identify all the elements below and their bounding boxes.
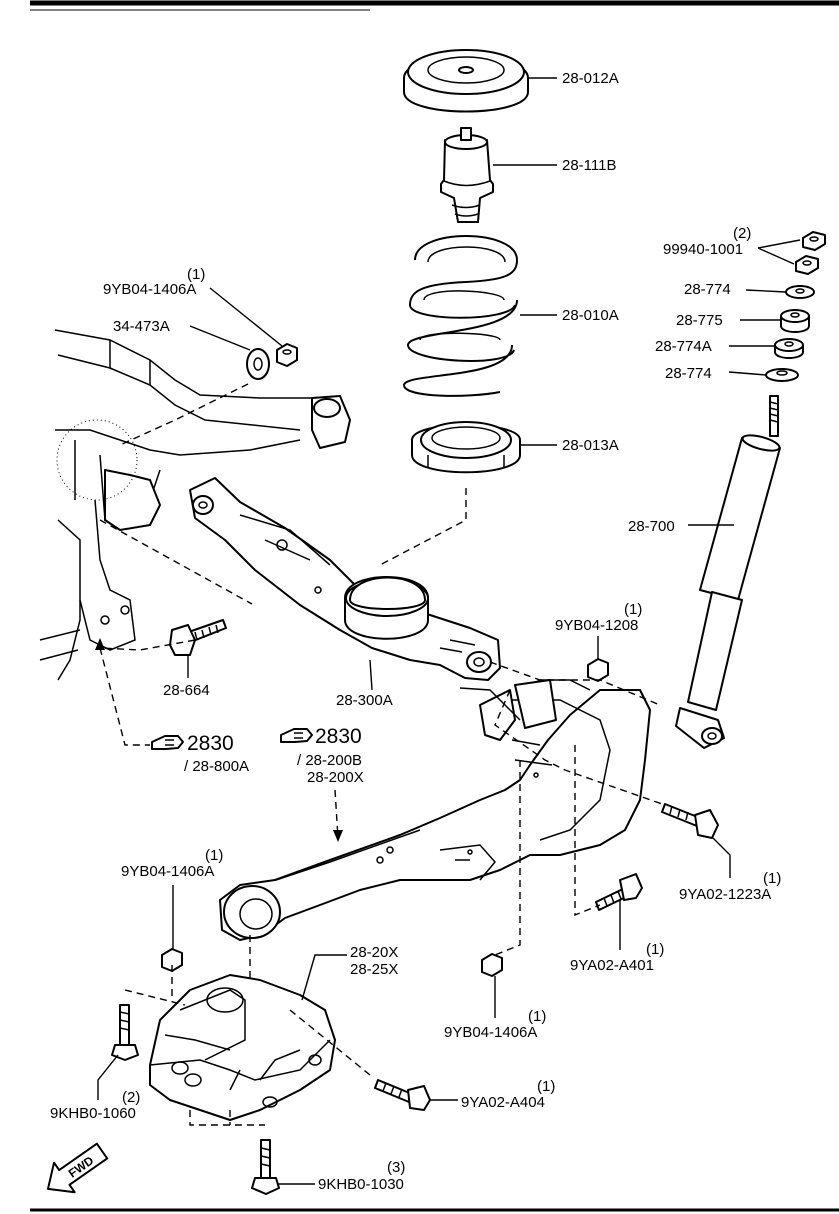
bolt-a404 (374, 1079, 431, 1111)
label-bolt-a404-qty: (1) (537, 1078, 555, 1095)
label-nut-left: 9YB04-1406A (103, 281, 196, 298)
bolt-1060 (111, 1004, 139, 1061)
label-shock-absorber: 28-700 (628, 518, 675, 535)
label-mount-b: 28-25X (350, 961, 398, 978)
bushing-upper (780, 309, 810, 333)
label-nut-1208: 9YB04-1208 (555, 617, 638, 634)
label-bump-stop: 28-111B (562, 157, 617, 174)
top-nuts (795, 231, 826, 275)
label-bolt-664: 28-664 (163, 682, 210, 699)
label-washer-left: 34-473A (113, 318, 170, 335)
label-lower-seat: 28-013A (562, 437, 619, 454)
label-nut-1208-qty: (1) (624, 601, 642, 618)
washer-upper-left (246, 348, 270, 380)
upper-spring-seat (403, 49, 529, 113)
label-washer-1: 28-774 (684, 281, 731, 298)
ref-label-subframe[interactable]: 2830 (187, 732, 234, 755)
label-bushing: 28-775 (676, 312, 723, 329)
hand-pointer-icon (151, 735, 184, 750)
label-mount-a: 28-20X (350, 944, 398, 961)
nut-low (481, 953, 503, 977)
nut-upper-left (276, 343, 298, 367)
bolt-1030 (251, 1139, 280, 1195)
label-bolt-1223-qty: (1) (763, 870, 781, 887)
assembly-lines (99, 383, 666, 1126)
ref-label-crossmember[interactable]: 2830 (315, 725, 362, 748)
label-nut-top-qty: (2) (733, 225, 751, 242)
label-bushing-a: 28-774A (655, 338, 712, 355)
label-bolt-a401: 9YA02-A401 (570, 957, 654, 974)
label-nut-low: 9YB04-1406A (444, 1024, 537, 1041)
ref-sub-crossmember-1: / 28-200B (297, 752, 362, 769)
ref-arrow-crossmember-head (333, 830, 343, 842)
bolt-664 (169, 619, 227, 656)
hand-pointer-icon (280, 728, 313, 743)
label-lower-arm: 28-300A (336, 692, 393, 709)
label-washer-2: 28-774 (665, 365, 712, 382)
bolt-a401 (595, 873, 643, 911)
forward-arrow-icon: FWD (46, 1142, 109, 1194)
washer-lower (765, 368, 799, 382)
washer-upper (785, 285, 815, 299)
nut-mid (161, 948, 183, 972)
lower-spring-seat (411, 421, 521, 474)
label-nut-left-qty: (1) (187, 266, 205, 283)
label-bolt-a401-qty: (1) (646, 941, 664, 958)
subframe-left (39, 329, 351, 681)
label-bolt-1060: 9KHB0-1060 (50, 1105, 136, 1122)
label-bolt-1060-qty: (2) (122, 1089, 140, 1106)
lower-mount (149, 974, 336, 1121)
leader-lines (97, 77, 801, 1185)
label-bolt-1030-qty: (3) (387, 1159, 405, 1176)
nut-1208 (587, 658, 609, 682)
shock-absorber (675, 395, 781, 749)
label-bolt-1030: 9KHB0-1030 (318, 1176, 404, 1193)
bolt-1223 (661, 803, 719, 839)
lower-arm (189, 477, 501, 681)
label-coil-spring: 28-010A (562, 307, 619, 324)
bump-stop (440, 127, 494, 223)
crossmember (219, 679, 651, 941)
ref-arrow-subframe-head (95, 638, 105, 650)
bushing-lower (774, 338, 804, 359)
label-nut-mid: 9YB04-1406A (121, 863, 214, 880)
label-nut-top: 99940-1001 (663, 241, 743, 258)
ref-sub-crossmember-2: 28-200X (307, 769, 364, 786)
ref-sub-subframe: / 28-800A (184, 758, 249, 775)
label-nut-low-qty: (1) (528, 1008, 546, 1025)
label-bolt-a404: 9YA02-A404 (461, 1094, 545, 1111)
coil-spring (403, 235, 518, 397)
label-bolt-1223: 9YA02-1223A (679, 886, 771, 903)
label-upper-seat: 28-012A (562, 70, 619, 87)
label-nut-mid-qty: (1) (205, 847, 223, 864)
